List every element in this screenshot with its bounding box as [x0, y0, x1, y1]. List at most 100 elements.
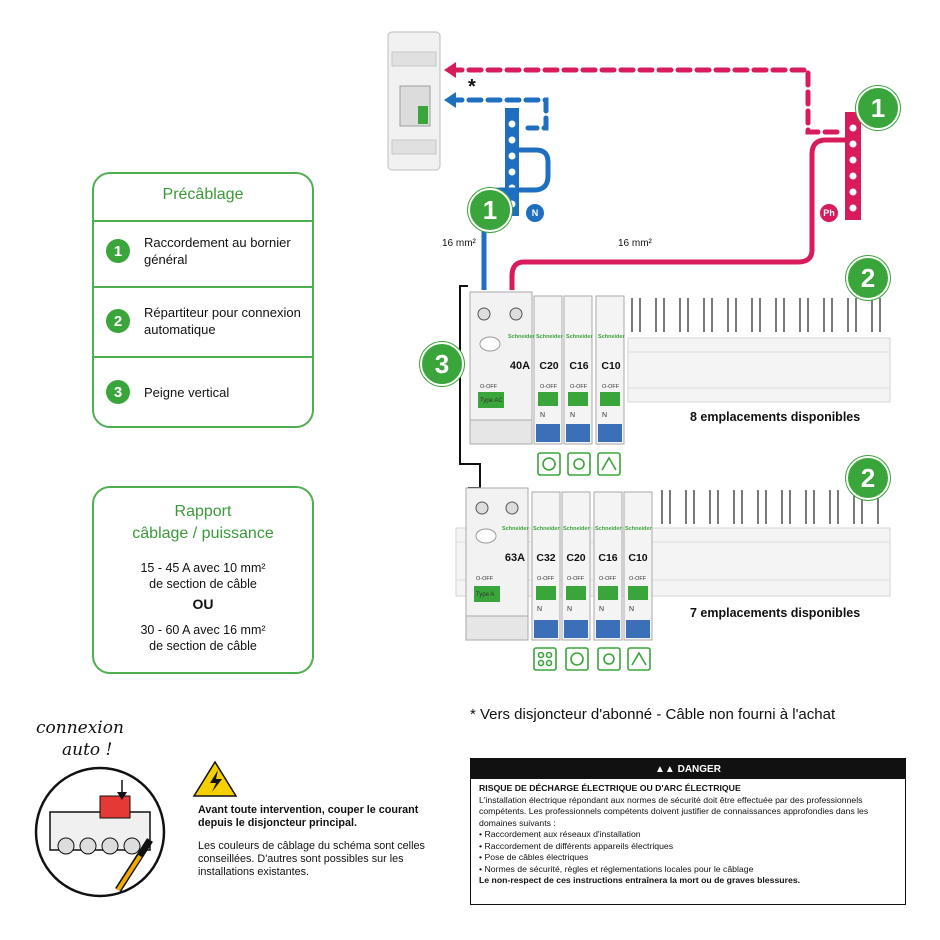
rapport-title-line1: Rapport	[174, 503, 232, 520]
row1-b3-neutral: N	[602, 412, 608, 419]
rapport-box: Rapport câblage / puissance 15 - 45 A av…	[92, 486, 314, 674]
precablage-item-1-text: Raccordement au bornier général	[144, 235, 291, 267]
row1-slots-available: 8 emplacements disponibles	[690, 410, 861, 424]
precablage-item-3-text: Peigne vertical	[144, 384, 230, 400]
row2-breaker-1: C32	[536, 552, 556, 564]
row2-main-off-label: O-OFF	[476, 576, 494, 582]
handwritten-connexion: connexion	[36, 718, 124, 738]
connector-illustration	[34, 766, 166, 898]
neutral-tag: N	[526, 204, 544, 222]
subscriber-breaker	[387, 31, 441, 171]
neutral-arrow	[444, 92, 456, 108]
row2-brand-3: Schneider	[595, 526, 622, 532]
danger-bullet: • Raccordement de différents appareils é…	[479, 840, 674, 851]
row1-main-off-label: O-OFF	[480, 384, 498, 390]
precablage-divider	[94, 356, 312, 358]
row2-comb-teeth	[661, 490, 879, 524]
phase-dashed-cable	[447, 67, 845, 135]
danger-header-text: DANGER	[677, 763, 721, 775]
row2-brand-1: Schneider	[533, 526, 560, 532]
precablage-item-1: 1 Raccordement au bornier général	[106, 234, 304, 268]
row1-b2-off-label: O-OFF	[570, 384, 588, 390]
row2-b1-neutral: N	[537, 606, 543, 613]
phase-busbar	[845, 112, 861, 220]
bubble-1-phase: 1	[856, 86, 900, 130]
rapport-line2: de section de câble	[149, 577, 257, 591]
row1-circuit-icons	[537, 452, 621, 476]
row1-comb-teeth	[631, 298, 881, 332]
row2-brand-2: Schneider	[563, 526, 590, 532]
bubble-2-row2: 2	[846, 456, 890, 500]
rapport-line1: 15 - 45 A avec 10 mm²	[140, 561, 266, 575]
row2-b1-off-label: O-OFF	[537, 576, 555, 582]
row1-breaker-2: C16	[569, 360, 589, 372]
phase-tag: Ph	[820, 204, 838, 222]
precablage-title: Précâblage	[162, 186, 244, 203]
danger-box: ▲▲ DANGER RISQUE DE DÉCHARGE ÉLECTRIQUE …	[470, 758, 906, 905]
bubble-1-neutral: 1	[468, 188, 512, 232]
neutral-dashed-cable	[447, 97, 549, 131]
row1-main-type: Type AC	[480, 398, 503, 404]
handwritten-auto: auto !	[62, 740, 113, 760]
row1-brand-2: Schneider	[566, 334, 593, 340]
row1-rail	[627, 337, 891, 403]
row2-breaker-2: C20	[566, 552, 586, 564]
danger-paragraph: L'installation électrique répondant aux …	[479, 794, 869, 828]
rapport-title-line2: câblage / puissance	[132, 525, 274, 542]
row2-b3-neutral: N	[599, 606, 605, 613]
rapport-line4: de section de câble	[149, 639, 257, 653]
row2-breaker-4: C10	[628, 552, 648, 564]
danger-header: ▲▲ DANGER	[471, 759, 905, 779]
row2-slots-available: 7 emplacements disponibles	[690, 606, 861, 620]
row2-brand-4: Schneider	[625, 526, 652, 532]
warning-icon: ▲▲	[655, 763, 678, 775]
row2-b3-off-label: O-OFF	[599, 576, 617, 582]
warning-cut-power: Avant toute intervention, couper le cour…	[198, 804, 419, 829]
row1-brand-3: Schneider	[598, 334, 625, 340]
row1-brand-1: Schneider	[536, 334, 563, 340]
rapport-ou: OU	[192, 596, 214, 612]
row2-circuit-icons	[533, 647, 651, 671]
rapport-line3: 30 - 60 A avec 16 mm²	[140, 623, 266, 637]
row2-modules	[465, 487, 653, 641]
row1-b3-off-label: O-OFF	[602, 384, 620, 390]
row1-breaker-1: C20	[539, 360, 559, 372]
precablage-item-2-text: Répartiteur pour connexion automatique	[144, 305, 301, 337]
row1-breaker-3: C10	[601, 360, 621, 372]
footnote: * Vers disjoncteur d'abonné - Câble non …	[470, 706, 836, 723]
row1-b2-neutral: N	[570, 412, 576, 419]
bubble-3-comb: 3	[420, 342, 464, 386]
row1-main-rating: 40A	[509, 360, 531, 372]
row2-main-type: Type A	[476, 592, 495, 598]
row1-b1-off-label: O-OFF	[540, 384, 558, 390]
cable-right-section: 16 mm²	[618, 238, 652, 249]
row2-b2-off-label: O-OFF	[567, 576, 585, 582]
danger-bullet: • Pose de câbles électriques	[479, 852, 589, 862]
row2-b2-neutral: N	[567, 606, 573, 613]
phase-cable	[509, 137, 848, 290]
precablage-item-3: 3 Peigne vertical	[106, 380, 304, 404]
precablage-box: Précâblage 1 Raccordement au bornier gén…	[92, 172, 314, 428]
cable-left-section: 16 mm²	[442, 238, 476, 249]
precablage-divider	[94, 220, 312, 222]
precablage-item-2: 2 Répartiteur pour connexion automatique	[106, 304, 304, 338]
danger-body: RISQUE DE DÉCHARGE ÉLECTRIQUE OU D'ARC É…	[479, 783, 897, 887]
precablage-item-2-number: 2	[106, 309, 130, 333]
danger-final: Le non-respect de ces instructions entra…	[479, 875, 801, 885]
row1-b1-neutral: N	[540, 412, 546, 419]
danger-title: RISQUE DE DÉCHARGE ÉLECTRIQUE OU D'ARC É…	[479, 783, 741, 793]
warning-triangle-icon	[192, 760, 238, 797]
row2-breaker-3: C16	[598, 552, 618, 564]
danger-bullet: • Raccordement aux réseaux d'installatio…	[479, 829, 641, 839]
row2-b4-neutral: N	[629, 606, 635, 613]
row2-b4-off-label: O-OFF	[629, 576, 647, 582]
precablage-divider	[94, 286, 312, 288]
danger-bullet: • Normes de sécurité, règles et réglemen…	[479, 863, 754, 874]
phase-arrow	[444, 62, 456, 78]
precablage-item-1-number: 1	[106, 239, 130, 263]
row1-modules	[469, 291, 625, 445]
row2-brand-main: Schneider	[502, 526, 529, 532]
row2-main-rating: 63A	[504, 552, 526, 564]
bubble-2-row1: 2	[846, 256, 890, 300]
